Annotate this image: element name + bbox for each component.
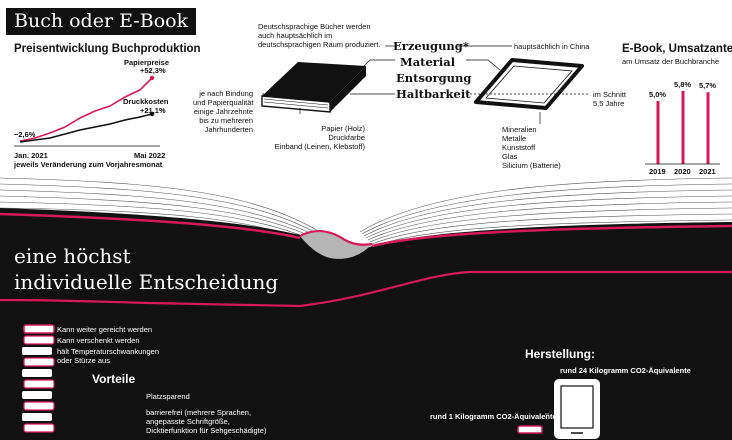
category-erzeugung: Erzeugung*	[393, 39, 469, 53]
left-dark-area	[0, 208, 322, 440]
x-end-label: Mai 2022	[134, 151, 166, 160]
ebook-advantage-accessibility: barrierefrei (mehrere Sprachen, angepass…	[146, 408, 267, 435]
share-year-label: 2019	[649, 167, 666, 176]
book-co2-label: rund 1 Kilogramm CO2-Äquivalente	[430, 412, 557, 421]
curled-page	[300, 231, 372, 259]
ebook-co2-label: rund 24 Kilogramm CO2-Äquivalente	[560, 366, 691, 375]
book-origin-text: Deutschsprachige Bücher werden auch haup…	[258, 22, 381, 49]
left-edge-line	[0, 212, 301, 240]
book-materials-text: Papier (Holz) Druckfarbe Einband (Leinen…	[274, 124, 365, 151]
print-cost-line	[19, 113, 153, 143]
headline: eine höchst individuelle Entscheidung	[14, 244, 279, 294]
share-bars	[645, 91, 720, 165]
page-title: Buch oder E-Book	[6, 8, 197, 35]
share-bar-2020	[681, 91, 685, 164]
print-cost-end-dot	[149, 111, 155, 117]
paper-series-value: +52,3%	[140, 66, 166, 75]
category-haltbarkeit: Haltbarkeit	[396, 87, 471, 101]
lower-left-curve	[0, 298, 301, 308]
x-start-label: Jan. 2021	[14, 151, 48, 160]
right-edge-line	[371, 224, 732, 248]
share-bar-2021	[706, 92, 710, 164]
book-durability-text: je nach Bindung und Papierqualität einig…	[193, 89, 254, 134]
production-heading: Herstellung:	[525, 347, 596, 361]
page-fan-lines	[0, 177, 732, 247]
share-year-label: 2020	[674, 167, 691, 176]
share-bar-2019	[656, 101, 660, 164]
book-stack	[22, 324, 55, 433]
advantages-label: Vorteile	[92, 372, 136, 386]
ereader-illustration	[474, 58, 584, 110]
category-lines	[262, 45, 590, 124]
category-entsorgung: Entsorgung	[396, 71, 472, 85]
ebook-share-subheading: am Umsatz der Buchbranche	[622, 57, 720, 66]
ebook-origin-text: hauptsächlich in China	[514, 42, 590, 51]
ebook-advantage-space: Platzsparend	[146, 392, 190, 401]
share-value-label: 5,7%	[699, 81, 717, 91]
production-icons	[517, 377, 602, 440]
paper-price-line	[19, 77, 153, 142]
share-value-label: 5,0%	[649, 90, 667, 100]
price-chart	[14, 75, 160, 147]
ebook-durability-text: im Schnitt 5,5 Jahre	[593, 90, 626, 108]
share-year-label: 2021	[699, 167, 716, 176]
advantage-list: Kann weiter gereicht werden Kann versche…	[57, 325, 160, 365]
start-value-label: −2,6%	[14, 130, 36, 139]
book-illustration	[261, 62, 366, 113]
paper-series-name: Papierpreise	[124, 58, 170, 67]
category-material: Material	[400, 55, 456, 69]
ebook-materials-text: Mineralien Metalle Kunststoff Glas Silic…	[502, 125, 561, 170]
lower-right-curve	[299, 270, 732, 308]
ebook-share-heading: E-Book, Umsatzanteil	[622, 43, 732, 55]
price-caption: jeweils Veränderung zum Vorjahresmonat	[14, 160, 163, 169]
print-series-name: Druckkosten	[123, 97, 169, 106]
price-heading: Preisentwicklung Buchproduktion	[14, 43, 201, 55]
right-dark-area	[350, 222, 732, 440]
paper-price-end-dot	[149, 75, 155, 81]
share-value-label: 5,8%	[674, 80, 692, 89]
print-series-value: +21,1%	[140, 106, 166, 115]
